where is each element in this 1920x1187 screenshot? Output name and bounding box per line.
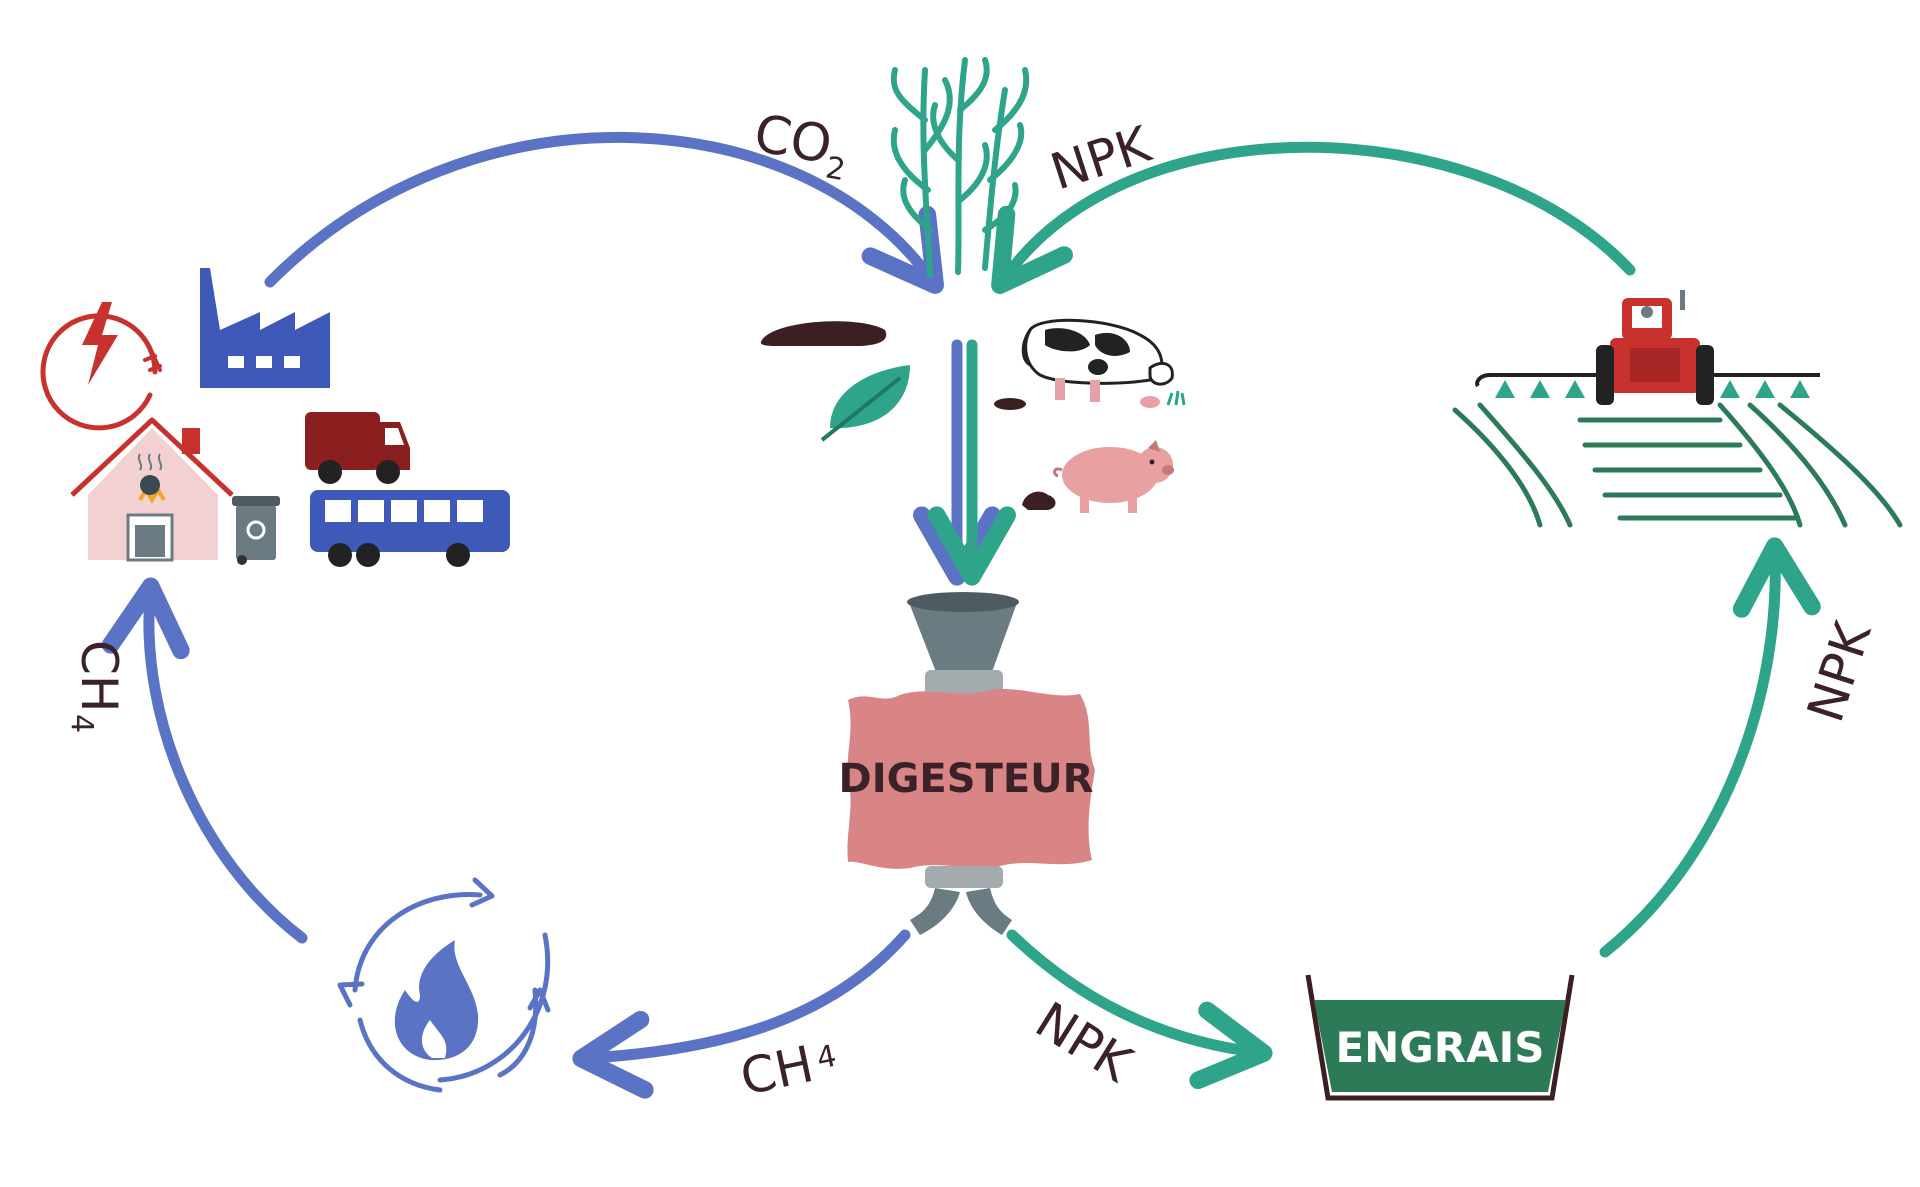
label-ch4-left: CH 4 <box>64 640 128 733</box>
electricity-icon <box>40 302 162 431</box>
recycle-bin-icon <box>232 496 280 565</box>
arrow-ch4-to-city <box>101 577 308 944</box>
svg-text:CO: CO <box>750 104 836 177</box>
house-icon <box>70 417 234 562</box>
arrow-ch4-to-energy <box>572 929 911 1099</box>
field-icon <box>1452 402 1903 528</box>
arrow-npk-field-to-crops <box>991 141 1636 294</box>
svg-text:4: 4 <box>814 1039 840 1077</box>
sprayer-icon <box>1475 373 1820 398</box>
arrow-npk-to-engrais <box>1006 929 1273 1090</box>
pig-icon <box>1053 440 1174 513</box>
digester: DIGESTEUR <box>839 592 1095 935</box>
engrais-tank: ENGRAIS <box>1305 974 1575 1101</box>
digester-label: DIGESTEUR <box>839 756 1094 802</box>
arrow-co2-to-crops <box>264 131 944 294</box>
factory-icon <box>200 268 330 388</box>
pig-dung-icon <box>1022 491 1056 510</box>
flame-recycle-icon <box>337 877 551 1093</box>
cow-icon <box>1021 318 1186 408</box>
label-npk-right: NPK <box>1796 614 1883 729</box>
arrow-npk-to-field <box>1599 537 1821 958</box>
label-ch4-bottom: CH 4 <box>735 1035 840 1107</box>
manure-pile-icon <box>760 321 887 346</box>
corn-crops-icon <box>890 57 1030 278</box>
label-co2: CO 2 <box>750 104 848 188</box>
svg-text:4: 4 <box>64 714 99 733</box>
svg-text:CH: CH <box>70 640 128 713</box>
cow-dung-icon <box>994 398 1026 410</box>
label-npk-bottom: NPK <box>1026 991 1143 1094</box>
svg-text:CH: CH <box>735 1035 818 1107</box>
bus-icon <box>310 490 510 567</box>
leaf-icon <box>820 365 910 442</box>
tractor-icon <box>1596 290 1714 405</box>
engrais-label: ENGRAIS <box>1335 1023 1544 1072</box>
truck-icon <box>305 412 410 484</box>
label-npk-top: NPK <box>1044 115 1159 202</box>
